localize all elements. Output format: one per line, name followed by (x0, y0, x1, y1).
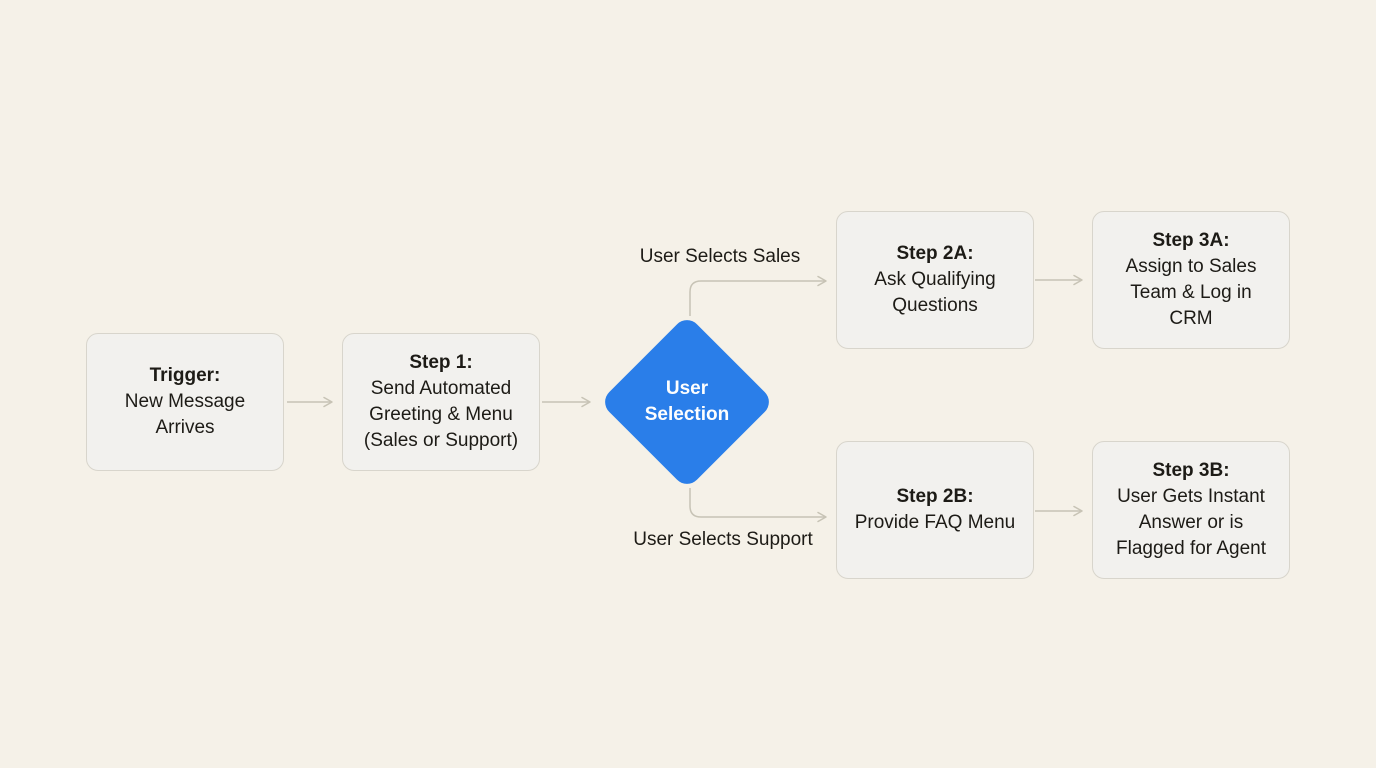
connector-decision-to-step2a (689, 275, 827, 316)
node-step3a: Step 3A: Assign to Sales Team & Log in C… (1092, 211, 1290, 349)
node-step2b-title: Step 2B: (896, 486, 974, 507)
node-decision-label: User Selection (644, 378, 730, 425)
node-step2b: Step 2B: Provide FAQ Menu (836, 441, 1034, 579)
node-trigger-body: New Message Arrives (124, 391, 246, 438)
node-decision-diamond: User Selection (599, 314, 775, 490)
connector-decision-to-step2b (689, 488, 827, 523)
node-step3a-title: Step 3A: (1152, 230, 1230, 251)
node-step2a-body: Ask Qualifying Questions (874, 269, 996, 316)
edge-label-sales: User Selects Sales (639, 246, 801, 267)
node-trigger-title: Trigger: (149, 365, 221, 386)
node-step1: Step 1: Send Automated Greeting & Menu (… (342, 333, 540, 471)
node-step2b-body: Provide FAQ Menu (854, 512, 1016, 533)
node-step1-title: Step 1: (409, 352, 473, 373)
node-step3b-body: User Gets Instant Answer or is Flagged f… (1116, 486, 1266, 559)
node-trigger: Trigger: New Message Arrives (86, 333, 284, 471)
node-step3a-body: Assign to Sales Team & Log in CRM (1125, 256, 1257, 329)
edge-label-support: User Selects Support (633, 529, 813, 550)
node-step2a-title: Step 2A: (896, 243, 974, 264)
node-step2a: Step 2A: Ask Qualifying Questions (836, 211, 1034, 349)
node-step3b-title: Step 3B: (1152, 460, 1230, 481)
node-step3b: Step 3B: User Gets Instant Answer or is … (1092, 441, 1290, 579)
node-step1-body: Send Automated Greeting & Menu (Sales or… (363, 378, 519, 451)
